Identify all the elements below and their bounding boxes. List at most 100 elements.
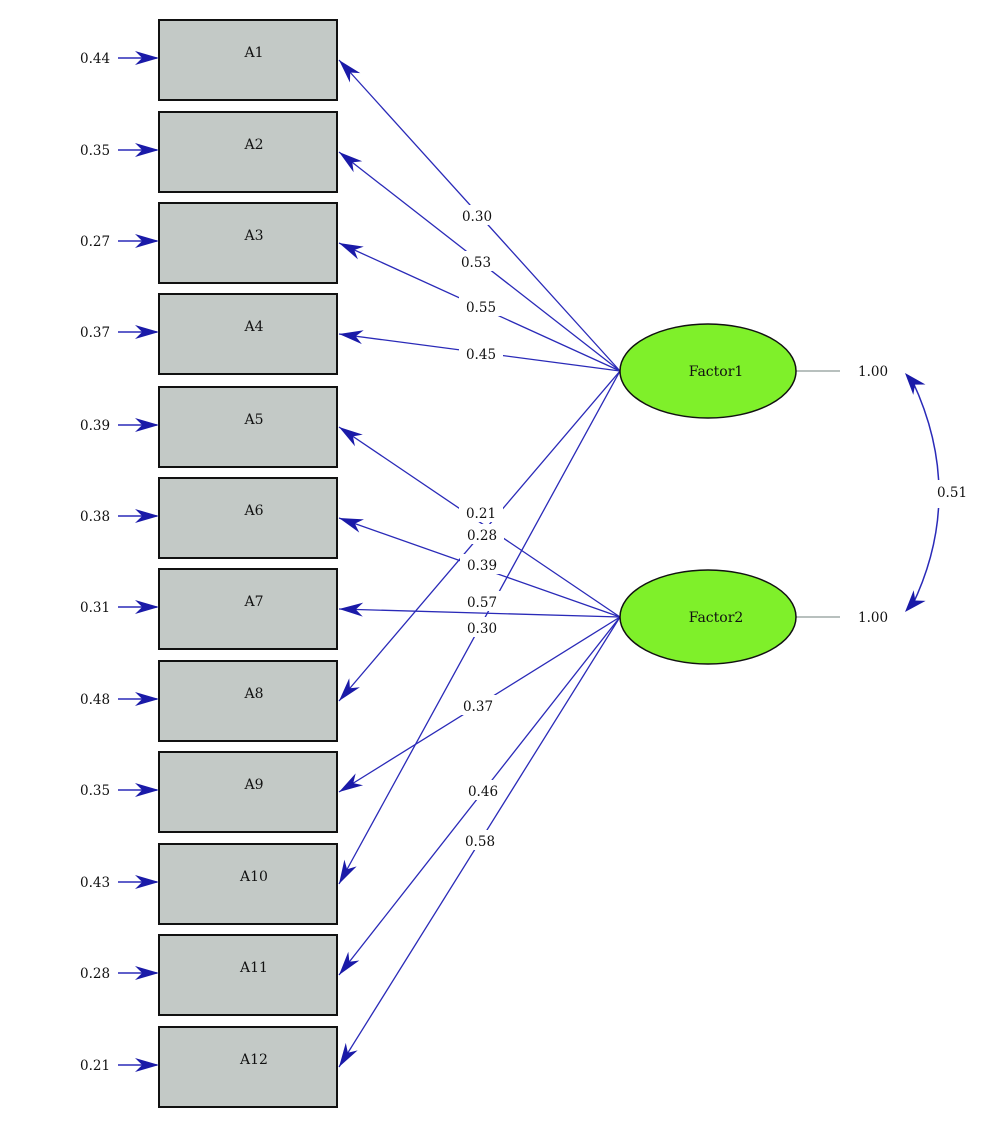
item-node: A20.35	[80, 111, 338, 193]
item-box	[158, 843, 338, 925]
error-arrowhead	[135, 418, 159, 432]
factor-ellipse	[619, 569, 797, 665]
item-label: A3	[243, 228, 263, 244]
factor-ellipse	[619, 323, 797, 419]
item-label: A1	[243, 45, 263, 61]
loading-arrowhead	[339, 243, 364, 260]
item-node: A80.48	[80, 660, 338, 742]
item-box	[158, 477, 338, 559]
loading-coefficient: 0.30	[462, 209, 492, 225]
item-box	[158, 202, 338, 284]
covariance-label-bg	[930, 480, 972, 508]
loading-coefficient: 0.57	[467, 595, 497, 611]
factor-node: Factor2	[619, 569, 797, 665]
error-arrowhead	[135, 143, 159, 157]
error-variance: 0.37	[80, 325, 110, 341]
loading-arrowhead	[339, 951, 360, 975]
loading-arrowhead	[339, 60, 361, 83]
item-node: A12 0.21	[80, 1026, 338, 1108]
covariance-arrowhead-top	[905, 373, 926, 395]
loading-arrowhead	[339, 427, 363, 447]
item-box	[158, 19, 338, 101]
loading-arrowhead	[339, 602, 364, 617]
item-box	[158, 751, 338, 833]
error-variance: 0.31	[80, 600, 110, 616]
item-node: A10.44	[80, 19, 338, 101]
item-node: A10 0.43	[80, 843, 338, 925]
loading-coefficient: 0.46	[468, 784, 498, 800]
error-arrowhead	[135, 966, 159, 980]
error-variance: 0.27	[80, 234, 110, 250]
error-variance: 0.21	[80, 1058, 110, 1074]
coefficient-label-bg	[459, 502, 503, 522]
item-label: A10	[239, 869, 268, 885]
item-box	[158, 660, 338, 742]
coefficient-label-bg	[456, 695, 500, 715]
factor-label: Factor1	[689, 364, 744, 380]
coefficient-label-bg	[459, 343, 503, 363]
loading-coefficient: 0.28	[467, 528, 497, 544]
item-node: A3 0.27	[80, 202, 338, 284]
item-node: A70.31	[80, 568, 338, 650]
error-variance: 0.38	[80, 509, 110, 525]
error-variance: 0.35	[80, 783, 110, 799]
covariance-arrowhead-bottom	[905, 590, 926, 612]
item-node: A11 0.28	[80, 934, 338, 1016]
factor-covariance: 0.51	[905, 373, 972, 612]
item-label: A12	[239, 1052, 268, 1068]
loading-arrowhead	[339, 330, 364, 345]
error-variance: 0.39	[80, 418, 110, 434]
coefficient-label-bg	[460, 591, 504, 611]
loading-coefficient: 0.45	[466, 347, 496, 363]
loading-arrowhead	[339, 1042, 358, 1067]
item-box	[158, 568, 338, 650]
item-node: A9 0.35	[80, 751, 338, 833]
error-arrowhead	[135, 234, 159, 248]
error-arrowhead	[135, 600, 159, 614]
item-box	[158, 1026, 338, 1108]
item-label: A5	[243, 412, 263, 428]
item-label: A11	[239, 960, 268, 976]
factor-label: Factor2	[689, 610, 744, 626]
loading-coefficient: 0.37	[463, 699, 493, 715]
item-box	[158, 934, 338, 1016]
loading-arrowhead	[339, 152, 363, 173]
loading-coefficient: 0.55	[466, 300, 496, 316]
item-label: A4	[243, 319, 263, 335]
loading-coefficient: 0.53	[461, 255, 491, 271]
error-arrowhead	[135, 783, 159, 797]
item-label: A8	[243, 686, 263, 702]
coefficient-labels: 0.30 0.53 0.55 0.45 0.21 0.30 0.28 0.39 0.57 0.37…	[454, 205, 505, 850]
coefficient-label-bg	[455, 205, 499, 225]
loading-arrowhead	[339, 518, 364, 533]
item-node: A4 0.37	[80, 293, 338, 375]
factor-node: Factor1	[619, 323, 797, 419]
error-variance: 0.43	[80, 875, 110, 891]
loading-coefficient: 0.30	[467, 621, 497, 637]
error-arrowhead	[135, 692, 159, 706]
item-node: A60.38	[80, 477, 338, 559]
coefficient-label-bg	[458, 830, 502, 850]
error-arrowhead	[135, 1058, 159, 1072]
item-box	[158, 293, 338, 375]
error-arrowhead	[135, 875, 159, 889]
item-label: A9	[243, 777, 263, 793]
coefficient-label-bg	[454, 251, 498, 271]
loading-path	[338, 608, 621, 618]
item-box	[158, 111, 338, 193]
coefficient-label-bg	[460, 617, 504, 637]
error-arrowhead	[135, 509, 159, 523]
error-variance: 0.35	[80, 143, 110, 159]
loading-arrowhead	[339, 773, 364, 792]
error-arrowhead	[135, 51, 159, 65]
factor-variance: 1.00	[858, 610, 888, 626]
error-variance: 0.28	[80, 966, 110, 982]
factor-variance: 1.00	[858, 364, 888, 380]
item-box	[158, 386, 338, 468]
loading-coefficient: 0.21	[466, 506, 496, 522]
loading-arrowhead	[339, 678, 360, 701]
loading-coefficient: 0.39	[467, 558, 497, 574]
